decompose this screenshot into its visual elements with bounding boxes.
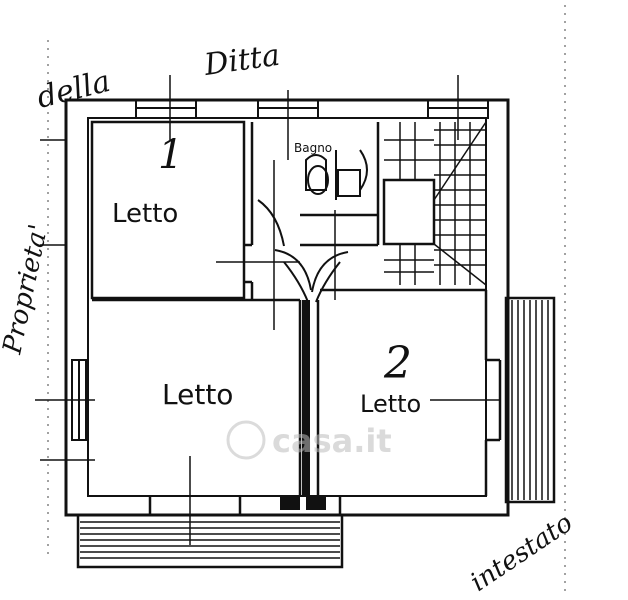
room-bath-label: Bagno [294,141,332,155]
entry-column [280,300,326,510]
room-bottom-left-label: Letto [162,378,233,411]
interior-walls [90,120,502,515]
dimension-ticks [35,75,500,545]
annotation-della: della [33,64,113,116]
room-2-label: Letto [360,390,421,418]
annotation-proprieta: Proprieta' [0,222,54,358]
scan-border [47,5,566,595]
annotation-intestato: intestato [465,508,578,598]
annotation-ditta: Ditta [201,38,282,83]
staircase [384,121,487,286]
bath-fixtures [305,149,368,200]
windows [71,99,489,441]
watermark-text: casa.it [272,422,392,460]
balcony-right [504,296,556,504]
room-1-label: Letto [112,199,178,229]
room-1-number: 1 [158,132,183,178]
room-2-number: 2 [383,338,412,389]
watermark: casa.it [226,420,392,460]
balcony-bottom [76,513,344,569]
